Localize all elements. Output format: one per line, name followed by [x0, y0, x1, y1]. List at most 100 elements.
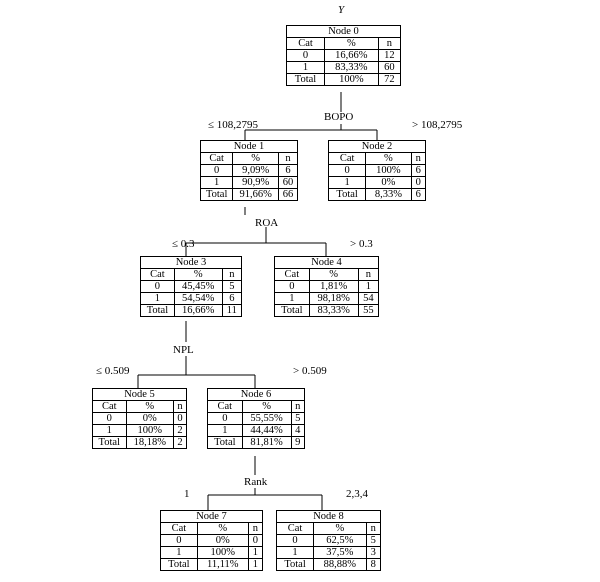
node-title: Node 4	[274, 256, 379, 269]
header-cat: Cat	[274, 268, 310, 281]
cell: 100%	[365, 164, 412, 177]
node-title: Node 1	[200, 140, 298, 153]
cell: 83,33%	[324, 61, 379, 74]
cell: 1	[247, 546, 264, 559]
cell: 0%	[125, 412, 174, 425]
cell: Total	[92, 436, 127, 449]
cell: 1	[274, 292, 310, 305]
header-n: n	[221, 268, 243, 281]
header-pct: %	[241, 400, 292, 413]
cell: 88,88%	[313, 558, 367, 571]
cell: 8,33%	[365, 188, 412, 201]
header-pct: %	[173, 268, 223, 281]
cell: 0	[172, 412, 188, 425]
header-cat: Cat	[160, 522, 198, 535]
cell: 5	[290, 412, 306, 425]
cell: 98,18%	[308, 292, 359, 305]
cell: 11	[221, 304, 243, 317]
header-cat: Cat	[140, 268, 175, 281]
cell: 1	[286, 61, 325, 74]
cell: 1	[140, 292, 175, 305]
cell: 1	[160, 546, 198, 559]
cell: 72	[377, 73, 402, 86]
header-cat: Cat	[92, 400, 127, 413]
cell: 1	[357, 280, 380, 293]
split-left-npl: ≤ 0.509	[96, 365, 130, 377]
cell: Total	[286, 73, 325, 86]
cell: 54,54%	[173, 292, 223, 305]
split-right-npl: > 0.509	[293, 365, 327, 377]
node-title: Node 5	[92, 388, 187, 401]
split-variable-roa: ROA	[255, 217, 279, 229]
split-right-roa: > 0.3	[350, 238, 373, 250]
cell: 5	[365, 534, 382, 547]
cell: Total	[274, 304, 310, 317]
cell: 100%	[324, 73, 379, 86]
header-n: n	[290, 400, 306, 413]
cell: 0	[199, 164, 234, 177]
cell: 0	[274, 280, 310, 293]
cell: 55	[357, 304, 380, 317]
cell: 6	[410, 164, 427, 177]
node-title: Node 8	[276, 510, 381, 523]
cell: 0	[207, 412, 243, 425]
cell: Total	[160, 558, 198, 571]
header-pct: %	[365, 152, 412, 165]
cell: 0%	[365, 176, 412, 189]
header-pct: %	[125, 400, 174, 413]
cell: 0	[92, 412, 127, 425]
cell: 6	[278, 164, 298, 177]
cell: 1	[207, 424, 243, 437]
cell: 6	[221, 292, 243, 305]
cell: 0	[140, 280, 175, 293]
cell: 18,18%	[125, 436, 174, 449]
split-left-rank: 1	[184, 488, 190, 500]
cell: 90,9%	[232, 176, 280, 189]
header-n: n	[247, 522, 264, 535]
cell: 12	[377, 49, 402, 62]
split-variable-rank: Rank	[244, 476, 268, 488]
cell: 1	[92, 424, 127, 437]
split-left-roa: ≤ 0.3	[172, 238, 195, 250]
split-variable-npl: NPL	[173, 344, 194, 356]
header-pct: %	[308, 268, 359, 281]
header-pct: %	[196, 522, 249, 535]
node-title: Node 2	[328, 140, 426, 153]
cell: 37,5%	[313, 546, 367, 559]
cell: 66	[278, 188, 298, 201]
cell: 16,66%	[173, 304, 223, 317]
header-n: n	[172, 400, 188, 413]
cell: 60	[377, 61, 402, 74]
header-cat: Cat	[286, 37, 325, 50]
cell: 5	[221, 280, 243, 293]
cell: 6	[410, 188, 427, 201]
cell: 0	[327, 164, 367, 177]
header-n: n	[377, 37, 402, 50]
cell: 1	[327, 176, 367, 189]
cell: Total	[275, 558, 315, 571]
header-cat: Cat	[207, 400, 243, 413]
node-title: Node 0	[286, 25, 401, 38]
node-title: Node 3	[140, 256, 242, 269]
cell: 0	[410, 176, 427, 189]
cell: 81,81%	[241, 436, 292, 449]
cell: 0	[286, 49, 325, 62]
cell: 1	[247, 558, 264, 571]
cell: 1,81%	[308, 280, 359, 293]
cell: 4	[290, 424, 306, 437]
node-title: Node 6	[207, 388, 305, 401]
cell: 83,33%	[308, 304, 359, 317]
header-n: n	[365, 522, 382, 535]
header-n: n	[278, 152, 298, 165]
cell: Total	[140, 304, 175, 317]
header-n: n	[410, 152, 427, 165]
cell: 0	[160, 534, 198, 547]
cell: 60	[278, 176, 298, 189]
header-pct: %	[324, 37, 379, 50]
